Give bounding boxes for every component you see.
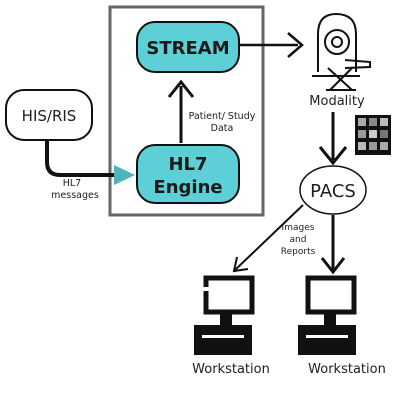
pacs-label: PACS xyxy=(310,181,356,202)
stream-to-modality-arrowhead xyxy=(287,32,304,58)
images-reports-label-line3: Reports xyxy=(281,247,316,257)
his-ris-box xyxy=(5,89,93,141)
workstation-right-icon xyxy=(298,275,357,355)
patient-study-label-line1: Patient/ Study xyxy=(189,111,256,122)
workstation-right-label: Workstation xyxy=(308,362,386,377)
stream-label: STREAM xyxy=(146,38,229,59)
workstation-left-label: Workstation xyxy=(192,362,270,377)
ct-scanner-icon xyxy=(312,12,371,91)
stream-box xyxy=(136,21,240,73)
modality-label: Modality xyxy=(309,94,365,109)
his-ris-label: HIS/RIS xyxy=(22,107,77,125)
engine-to-stream-arrowhead xyxy=(167,79,195,98)
pacs-node xyxy=(299,165,367,215)
patient-study-label-line2: Data xyxy=(211,123,234,134)
workstation-left-icon xyxy=(194,275,255,355)
his-to-engine-connector xyxy=(45,141,116,177)
modality-to-pacs-arrowhead xyxy=(318,146,348,166)
his-to-engine-arrowhead xyxy=(114,165,135,185)
image-thumbnails-icon xyxy=(355,115,391,155)
pacs-to-right-workstation-arrowhead xyxy=(320,257,346,275)
hl7-messages-label-line2: messages xyxy=(51,190,99,201)
hl7-system-container xyxy=(108,5,265,217)
hl7-engine-label-line2: Engine xyxy=(153,177,222,198)
images-reports-label-line1: Images xyxy=(282,223,315,233)
hl7-engine-box xyxy=(136,144,240,204)
images-reports-label-line2: and xyxy=(290,235,307,245)
pacs-to-left-workstation-arrowhead xyxy=(232,256,249,273)
hl7-messages-label-line1: HL7 xyxy=(63,178,81,189)
pacs-to-left-workstation-arrow xyxy=(234,204,304,271)
hl7-engine-label-line1: HL7 xyxy=(168,154,207,175)
